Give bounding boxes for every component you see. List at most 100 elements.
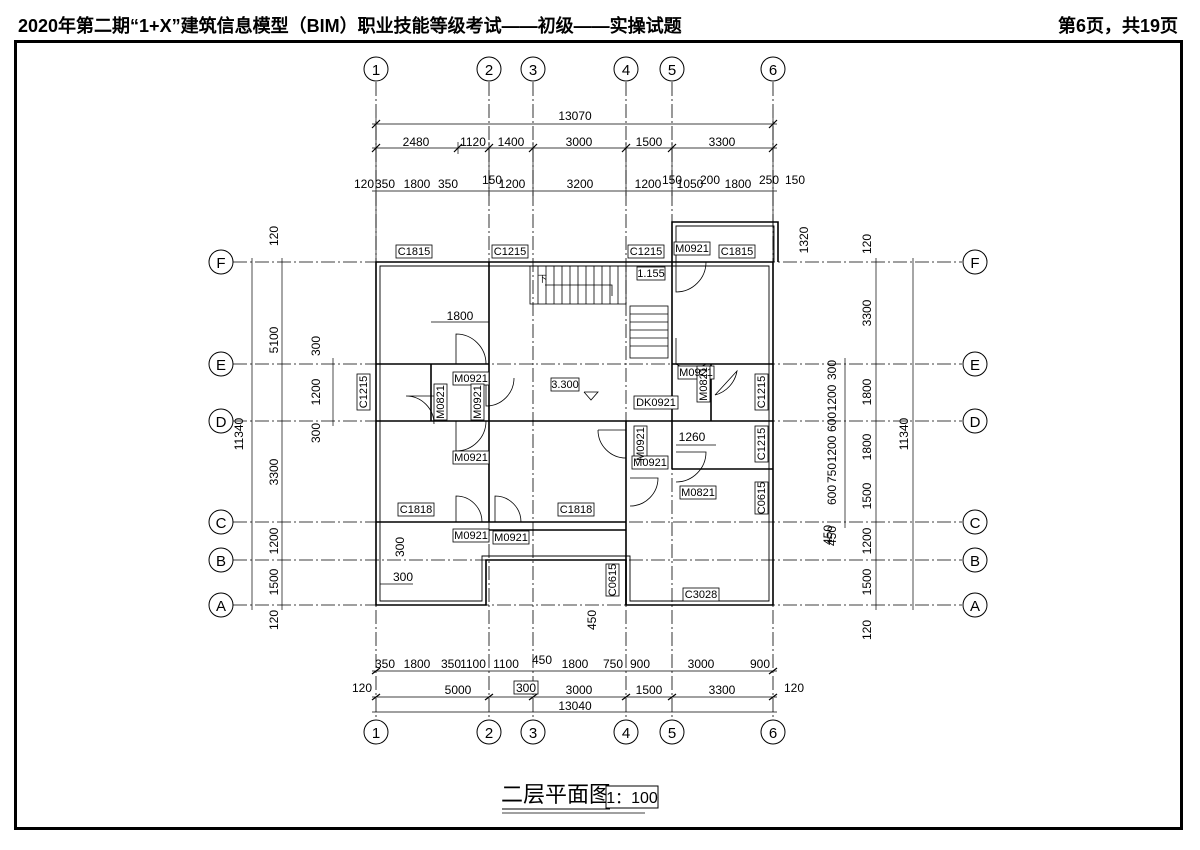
axis-F-left: F: [216, 255, 225, 272]
top-dim-r3-7: 1200: [635, 177, 662, 191]
right-dim-7: 120: [860, 620, 874, 640]
drawing-title: 二层平面图: [501, 782, 611, 807]
bot-dim-r1-5: 450: [532, 653, 552, 667]
axis-3-bottom: 3: [529, 725, 537, 742]
right-total-dim: 11340: [897, 417, 911, 450]
top-dim-r3-8: 150: [662, 173, 682, 187]
top-dim-r3-10: 200: [700, 173, 720, 187]
right-dim-450: 450: [821, 525, 835, 545]
top-dim-r3-13: 150: [785, 173, 805, 187]
bot-dim-r1-3: 1100: [460, 657, 486, 671]
bot-dim-r1-4: 1100: [493, 657, 519, 671]
left-dim-5: 120: [267, 610, 281, 630]
window-c1215-b: C1215: [630, 246, 662, 258]
door-swings: [405, 261, 738, 523]
door-m0821-a: M0821: [435, 385, 447, 419]
left-dim-0: 120: [267, 226, 281, 246]
window-c0615-a: C0615: [756, 482, 768, 514]
window-c1818-a: C1818: [400, 504, 432, 516]
top-dim-r3-9: 1050: [677, 177, 704, 191]
axis-bubbles-side: [208, 249, 988, 618]
axis-B-right: B: [970, 553, 980, 570]
left-dim-2: 3300: [267, 458, 281, 485]
left-inner-1: 1200: [309, 378, 323, 405]
bot-dim-r1-2: 350: [441, 657, 461, 671]
axis-4-top: 4: [622, 62, 630, 79]
axis-E-right: E: [970, 357, 980, 374]
window-c1215-a: C1215: [494, 246, 526, 258]
window-c0615-b: C0615: [607, 564, 619, 596]
right-inner-5: 600: [825, 485, 839, 505]
axis-E-left: E: [216, 357, 226, 374]
bot-total-dim: 13040: [558, 699, 592, 713]
window-c1215-left: C1215: [358, 376, 370, 408]
door-m0921-f: M0921: [635, 427, 647, 461]
left-dim-4: 1500: [267, 568, 281, 595]
window-c1815-b: C1815: [721, 246, 753, 258]
axis-6-top: 6: [769, 62, 777, 79]
axis-bubbles-bottom: [363, 719, 786, 745]
axis-C-right: C: [970, 515, 981, 532]
door-m0921-c: M0921: [472, 385, 484, 419]
top-dim-r3-6: 3200: [567, 177, 594, 191]
exam-title: 2020年第二期“1+X”建筑信息模型（BIM）职业技能等级考试——初级——实操…: [18, 16, 682, 36]
right-dim-5: 1200: [860, 527, 874, 554]
axis-5-top: 5: [668, 62, 676, 79]
door-m0921-g: M0921: [633, 457, 667, 469]
axis-6-bottom: 6: [769, 725, 777, 742]
opening-labels: C1815 C1215 C1215 M0921 C1815 M0921 M082…: [356, 241, 769, 602]
top-dim-r3-1: 350: [375, 177, 395, 191]
bot-dim-r2-0: 120: [352, 681, 372, 695]
right-dim-1: 3300: [860, 299, 874, 326]
top-dim-r3-2: 1800: [404, 177, 431, 191]
right-inner-3: 1200: [825, 435, 839, 462]
bot-dim-r2-2: 300: [516, 681, 536, 695]
door-m0921-i: M0921: [494, 532, 528, 544]
bot-dim-r1-8: 900: [630, 657, 650, 671]
bot-dim-r2-4: 1500: [636, 683, 663, 697]
balcony-dim-300a: 300: [393, 537, 407, 557]
bot-dim-r1-6: 1800: [562, 657, 589, 671]
page-header: 2020年第二期“1+X”建筑信息模型（BIM）职业技能等级考试——初级——实操…: [0, 0, 1200, 40]
right-inner-0: 300: [825, 360, 839, 380]
right-dim-6: 1500: [860, 568, 874, 595]
top-dim-3300: 3300: [709, 135, 736, 149]
door-m0821-c: M0821: [681, 487, 715, 499]
bot-dim-r1-0: 350: [375, 657, 395, 671]
bot-dim-r1-7: 750: [603, 657, 623, 671]
bot-dim-r1-1: 1800: [404, 657, 431, 671]
door-m0921-a: M0921: [675, 243, 709, 255]
axis-D-right: D: [970, 414, 981, 431]
room-dim-1260: 1260: [679, 430, 706, 444]
top-dim-1400: 1400: [498, 135, 525, 149]
window-c1815-a: C1815: [398, 246, 430, 258]
bot-dim-r2-5: 3300: [709, 683, 736, 697]
axis-C-left: C: [216, 515, 227, 532]
bot-dim-r2-1: 5000: [445, 683, 472, 697]
left-inner-0: 300: [309, 336, 323, 356]
axis-2-top: 2: [485, 62, 493, 79]
right-inner-4: 750: [825, 463, 839, 483]
stair-direction: 下: [538, 274, 547, 284]
stairs: [529, 265, 669, 359]
floor-elevation: 3.300: [551, 379, 579, 391]
axis-5-bottom: 5: [668, 725, 676, 742]
top-dim-1500: 1500: [636, 135, 663, 149]
axis-B-left: B: [216, 553, 226, 570]
left-inner-2: 300: [309, 423, 323, 443]
axis-F-right: F: [970, 255, 979, 272]
dimension-lines: [251, 118, 914, 713]
page-number: 第6页，共19页: [1057, 16, 1178, 36]
door-m0921-d: M0921: [454, 452, 488, 464]
left-dim-1: 5100: [267, 326, 281, 353]
balcony-dim: 1320: [797, 226, 811, 253]
bot-dim-r1-10: 900: [750, 657, 770, 671]
top-dim-2480: 2480: [403, 135, 430, 149]
door-m0921-h: M0921: [454, 530, 488, 542]
top-dim-1120: 1120: [460, 135, 486, 149]
drawing-scale: 1：100: [606, 790, 658, 807]
bot-dim-r2-6: 120: [784, 681, 804, 695]
window-c3028: C3028: [685, 589, 717, 601]
room-dim-1800: 1800: [447, 309, 474, 323]
